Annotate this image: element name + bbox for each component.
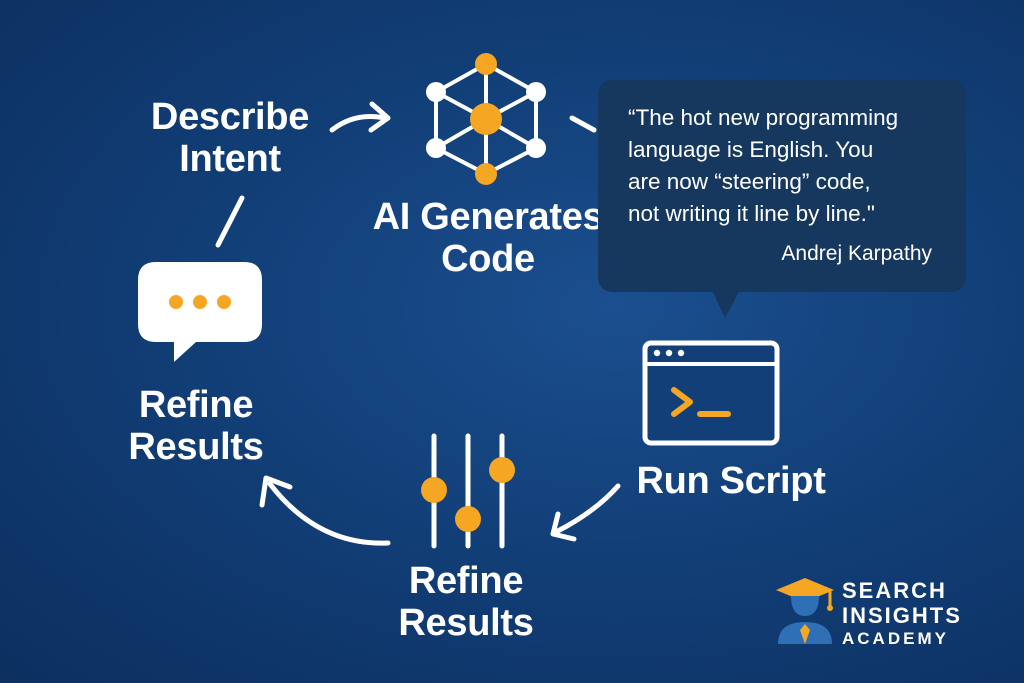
step-ai-generates-code: AI Generates Code <box>370 196 606 280</box>
chat-bubble-icon <box>138 262 262 362</box>
connector-generate-to-quote <box>569 115 597 133</box>
arrow-describe-to-generate <box>329 114 388 133</box>
connector-refine-to-describe <box>215 195 245 248</box>
graduate-avatar-icon <box>776 578 834 644</box>
describe-line-2: Intent <box>179 138 281 180</box>
brand-line-1: SEARCH <box>842 578 947 603</box>
step-describe-intent: Describe Intent <box>130 96 330 180</box>
arrow-run-to-refine <box>553 483 621 535</box>
arrow-refine-to-refine <box>267 481 391 546</box>
quote-tail <box>712 290 740 318</box>
brand-line-2: INSIGHTS <box>842 603 962 628</box>
sliders-icon <box>421 433 515 549</box>
describe-line-1: Describe <box>150 96 310 138</box>
quote-box: “The hot new programming language is Eng… <box>598 80 966 292</box>
terminal-window-icon <box>642 340 780 446</box>
step-refine-results-left: Refine Results <box>96 384 296 468</box>
run-label: Run Script <box>636 460 826 502</box>
brand-name: SEARCH INSIGHTS ACADEMY <box>842 578 982 650</box>
generate-line-1: AI Generates <box>372 196 604 238</box>
generate-line-2: Code <box>441 238 535 280</box>
refine-bottom-line-1: Refine <box>408 560 524 602</box>
step-refine-results-bottom: Refine Results <box>366 560 566 644</box>
quote-text: “The hot new programming language is Eng… <box>628 102 940 230</box>
quote-line-2: language is English. You <box>628 137 874 162</box>
refine-left-line-1: Refine <box>138 384 254 426</box>
refine-left-line-2: Results <box>128 426 264 468</box>
refine-bottom-line-2: Results <box>398 602 534 644</box>
network-hexagon-icon <box>426 53 546 185</box>
step-run-script: Run Script <box>626 460 836 502</box>
quote-line-1: “The hot new programming <box>628 105 899 130</box>
quote-line-3: are now “steering” code, <box>628 169 871 194</box>
quote-author: Andrej Karpathy <box>781 242 932 265</box>
quote-line-4: not writing it line by line." <box>628 201 875 226</box>
brand-line-3: ACADEMY <box>842 629 949 648</box>
